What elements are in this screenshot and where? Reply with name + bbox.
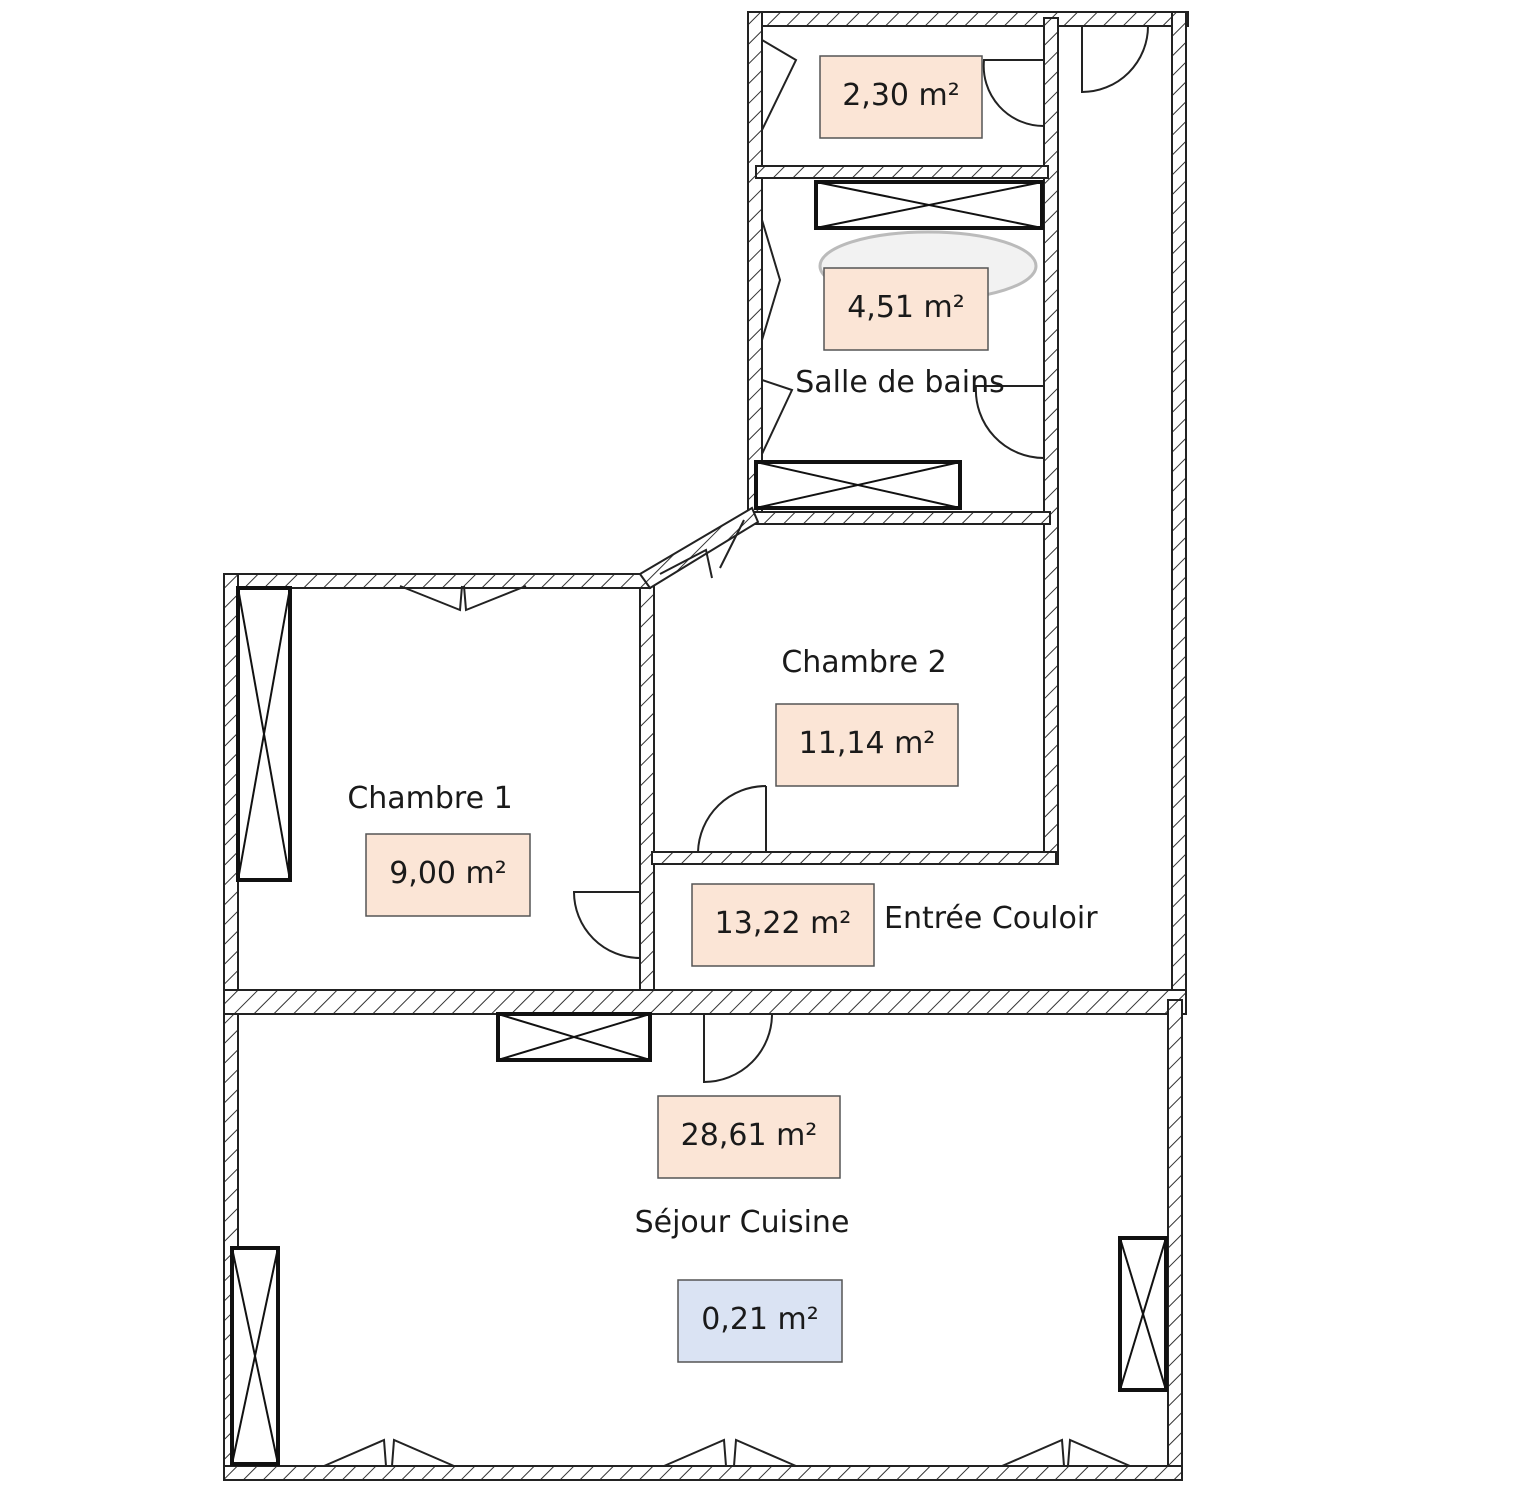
window-bath-bottom [754,460,962,510]
room-name-salle-de-bains: Salle de bains [795,365,1005,400]
area-text-salle-de-bains: 4,51 m² [847,290,965,325]
area-text-chambre-1: 9,00 m² [389,856,507,891]
room-name-sejour-cuisine: Séjour Cuisine [635,1205,850,1240]
doors [323,25,1149,1467]
area-box-chambre-2 [775,703,959,787]
area-box-salle-de-bains [823,267,989,351]
area-box-extra [677,1279,843,1363]
area-box-entree-couloir [691,883,875,967]
window-wc-bath [814,180,1044,230]
window-sejour-right [1118,1236,1168,1392]
room-name-entree-couloir: Entrée Couloir [884,901,1098,936]
area-text-wc: 2,30 m² [842,78,960,113]
area-text-entree-couloir: 13,22 m² [715,906,852,941]
area-box-sejour-cuisine [657,1095,841,1179]
area-text-sejour-cuisine: 28,61 m² [681,1118,818,1153]
walls [223,11,1189,1481]
area-box-wc [819,55,983,139]
area-text-extra: 0,21 m² [701,1302,819,1337]
window-chambre-1 [236,586,292,882]
area-text-chambre-2: 11,14 m² [799,726,936,761]
room-name-chambre-2: Chambre 2 [781,645,946,680]
area-box-chambre-1 [365,833,531,917]
window-sejour-top [496,1012,652,1062]
window-sejour-left [230,1246,280,1466]
room-name-chambre-1: Chambre 1 [347,781,512,816]
windows [230,180,1168,1466]
room-labels: 2,30 m² 4,51 m² Salle de bains Chambre 2… [347,55,1098,1363]
